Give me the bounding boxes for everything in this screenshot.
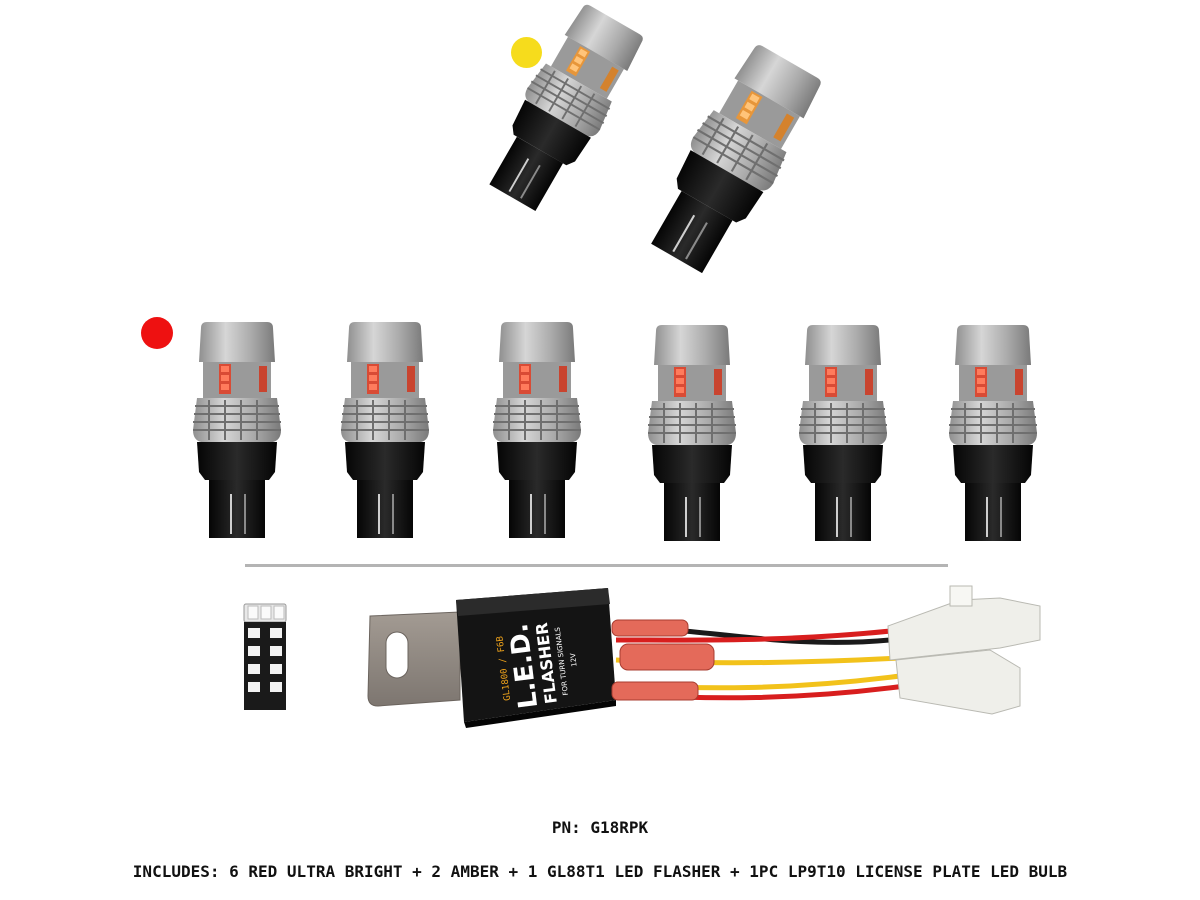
flasher-voltage-text: 12V (569, 652, 579, 667)
includes-caption: INCLUDES: 6 RED ULTRA BRIGHT + 2 AMBER +… (132, 862, 1068, 881)
license-plate-bulb (243, 603, 287, 710)
red-bulb-1 (192, 321, 282, 539)
red-bulb-3 (492, 321, 582, 539)
part-number-caption: PN: G18RPK (551, 818, 649, 837)
red-bulb-6 (948, 324, 1038, 542)
amber-color-indicator (511, 37, 542, 68)
red-bulb-5 (798, 324, 888, 542)
wire-connector-2 (895, 649, 1021, 715)
amber-bulb-1 (475, 0, 653, 220)
amber-bulb-2 (635, 37, 832, 283)
red-bulb-4 (647, 324, 737, 542)
wire-connector-1 (887, 585, 1041, 661)
section-divider (245, 564, 948, 567)
red-color-indicator (141, 317, 173, 349)
led-flasher: L.E.D. FLASHER FOR TURN SIGNALS GL1800 /… (367, 585, 1041, 728)
red-bulb-2 (340, 321, 430, 539)
